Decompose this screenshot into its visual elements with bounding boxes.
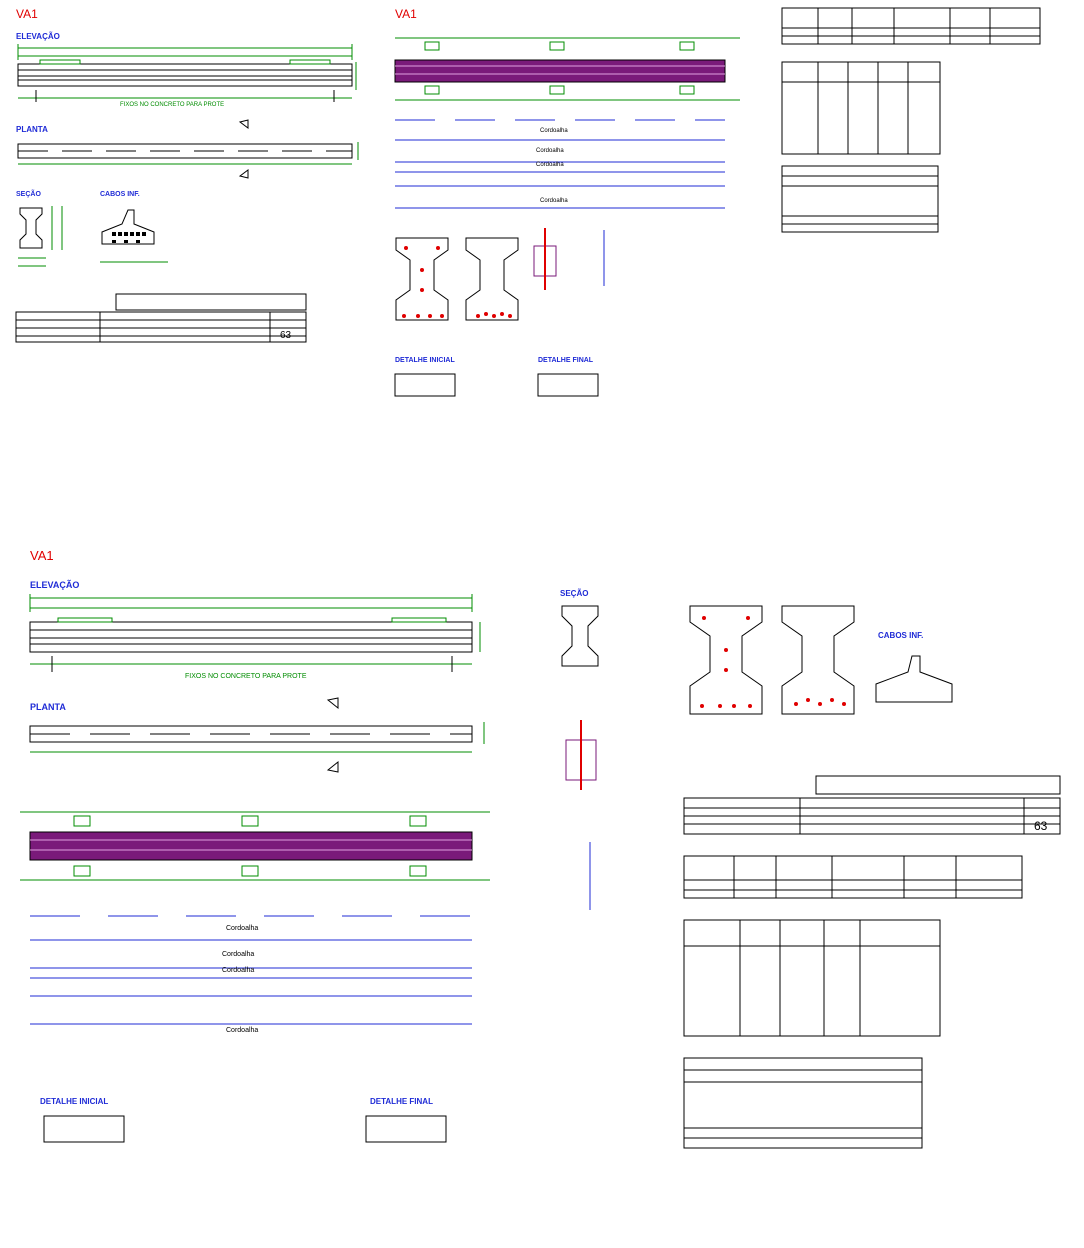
rebar-stirrup xyxy=(533,228,557,290)
cabos-strands xyxy=(112,232,146,243)
cable-label-b2: Cordoalha xyxy=(222,951,254,958)
beam-section-3 xyxy=(689,605,763,715)
cabos-title: CABOS INF. xyxy=(100,191,140,198)
rebar-dots-4 xyxy=(794,698,846,706)
secao-title-2: SEÇÃO xyxy=(560,589,588,598)
rebar-table-top xyxy=(781,61,941,155)
section-shape xyxy=(19,207,43,249)
elevation-note: FIXOS NO CONCRETO PARA PROTE xyxy=(120,102,224,108)
det-ini-beam xyxy=(394,373,456,397)
detail-number-bottom: 63 xyxy=(1034,819,1048,833)
elevation-dims-2 xyxy=(29,594,481,665)
beam-section-2 xyxy=(465,237,519,321)
rebar-dots-1 xyxy=(402,246,444,318)
cabos-section xyxy=(101,209,155,245)
cabos-section-2 xyxy=(875,655,953,703)
cabos-title-2: CABOS INF. xyxy=(878,631,923,640)
detail-number-top: 63 xyxy=(280,330,292,341)
steel-table-bottom xyxy=(683,1057,923,1149)
cable-label-b4: Cordoalha xyxy=(226,1027,258,1034)
cable-lines-top xyxy=(395,119,725,209)
section-dims xyxy=(18,206,63,267)
elevation-note-2: FIXOS NO CONCRETO PARA PROTE xyxy=(185,673,307,680)
plan-view xyxy=(17,119,359,179)
secao-title: SEÇÃO xyxy=(16,189,41,198)
elevation-beam-purple xyxy=(394,37,740,101)
cable-lines-bottom xyxy=(30,915,472,1025)
sheet-top: VA1 ELEVAÇÃO FIXOS NO CONCRETO PARA PROT… xyxy=(15,7,740,397)
rebar-dots-2 xyxy=(476,312,512,318)
det-fin-beam-2 xyxy=(365,1115,447,1143)
sheet-bottom: VA1 ELEVAÇÃO FIXOS NO CONCRETO PARA PROT… xyxy=(20,548,1061,1149)
cable-label-3: Cordoalha xyxy=(536,162,564,168)
elevation-beam-purple-2 xyxy=(20,811,490,881)
planta-title-2: PLANTA xyxy=(30,702,66,712)
det-ini-title: DETALHE INICIAL xyxy=(395,357,455,364)
rebar-table-bottom xyxy=(683,919,941,1037)
det-ini-beam-2 xyxy=(43,1115,125,1143)
det-ini-title-2: DETALHE INICIAL xyxy=(40,1097,108,1106)
rebar-dots-3 xyxy=(700,616,752,708)
cable-label-b1: Cordoalha xyxy=(226,925,258,932)
section-shape-2 xyxy=(561,605,599,667)
elevacao-title-2: ELEVAÇÃO xyxy=(30,580,79,590)
sheet-top-name-2: VA1 xyxy=(395,7,417,21)
cable-label-4: Cordoalha xyxy=(540,198,568,204)
sheet-top-name: VA1 xyxy=(16,7,38,21)
elevation-beam xyxy=(17,59,353,102)
sheet-bottom-name: VA1 xyxy=(30,548,54,563)
elevation-dims xyxy=(17,44,357,99)
info-table-top xyxy=(15,293,307,343)
det-fin-beam xyxy=(537,373,599,397)
planta-title: PLANTA xyxy=(16,125,48,134)
elevation-beam-2 xyxy=(29,617,473,672)
cable-label-2: Cordoalha xyxy=(536,148,564,154)
summary-table-top xyxy=(781,7,1041,45)
det-fin-title-2: DETALHE FINAL xyxy=(370,1097,433,1106)
cable-label-1: Cordoalha xyxy=(540,128,568,134)
elevacao-title: ELEVAÇÃO xyxy=(16,32,60,41)
det-fin-title: DETALHE FINAL xyxy=(538,357,594,364)
beam-section-4 xyxy=(781,605,855,715)
plan-view-2 xyxy=(29,697,485,773)
info-table-bottom xyxy=(683,775,1061,835)
summary-table-bottom xyxy=(683,855,1023,899)
cable-label-b3: Cordoalha xyxy=(222,967,254,974)
rebar-stirrup-2 xyxy=(565,720,597,790)
steel-table-top xyxy=(781,165,939,233)
beam-section-1 xyxy=(395,237,449,321)
